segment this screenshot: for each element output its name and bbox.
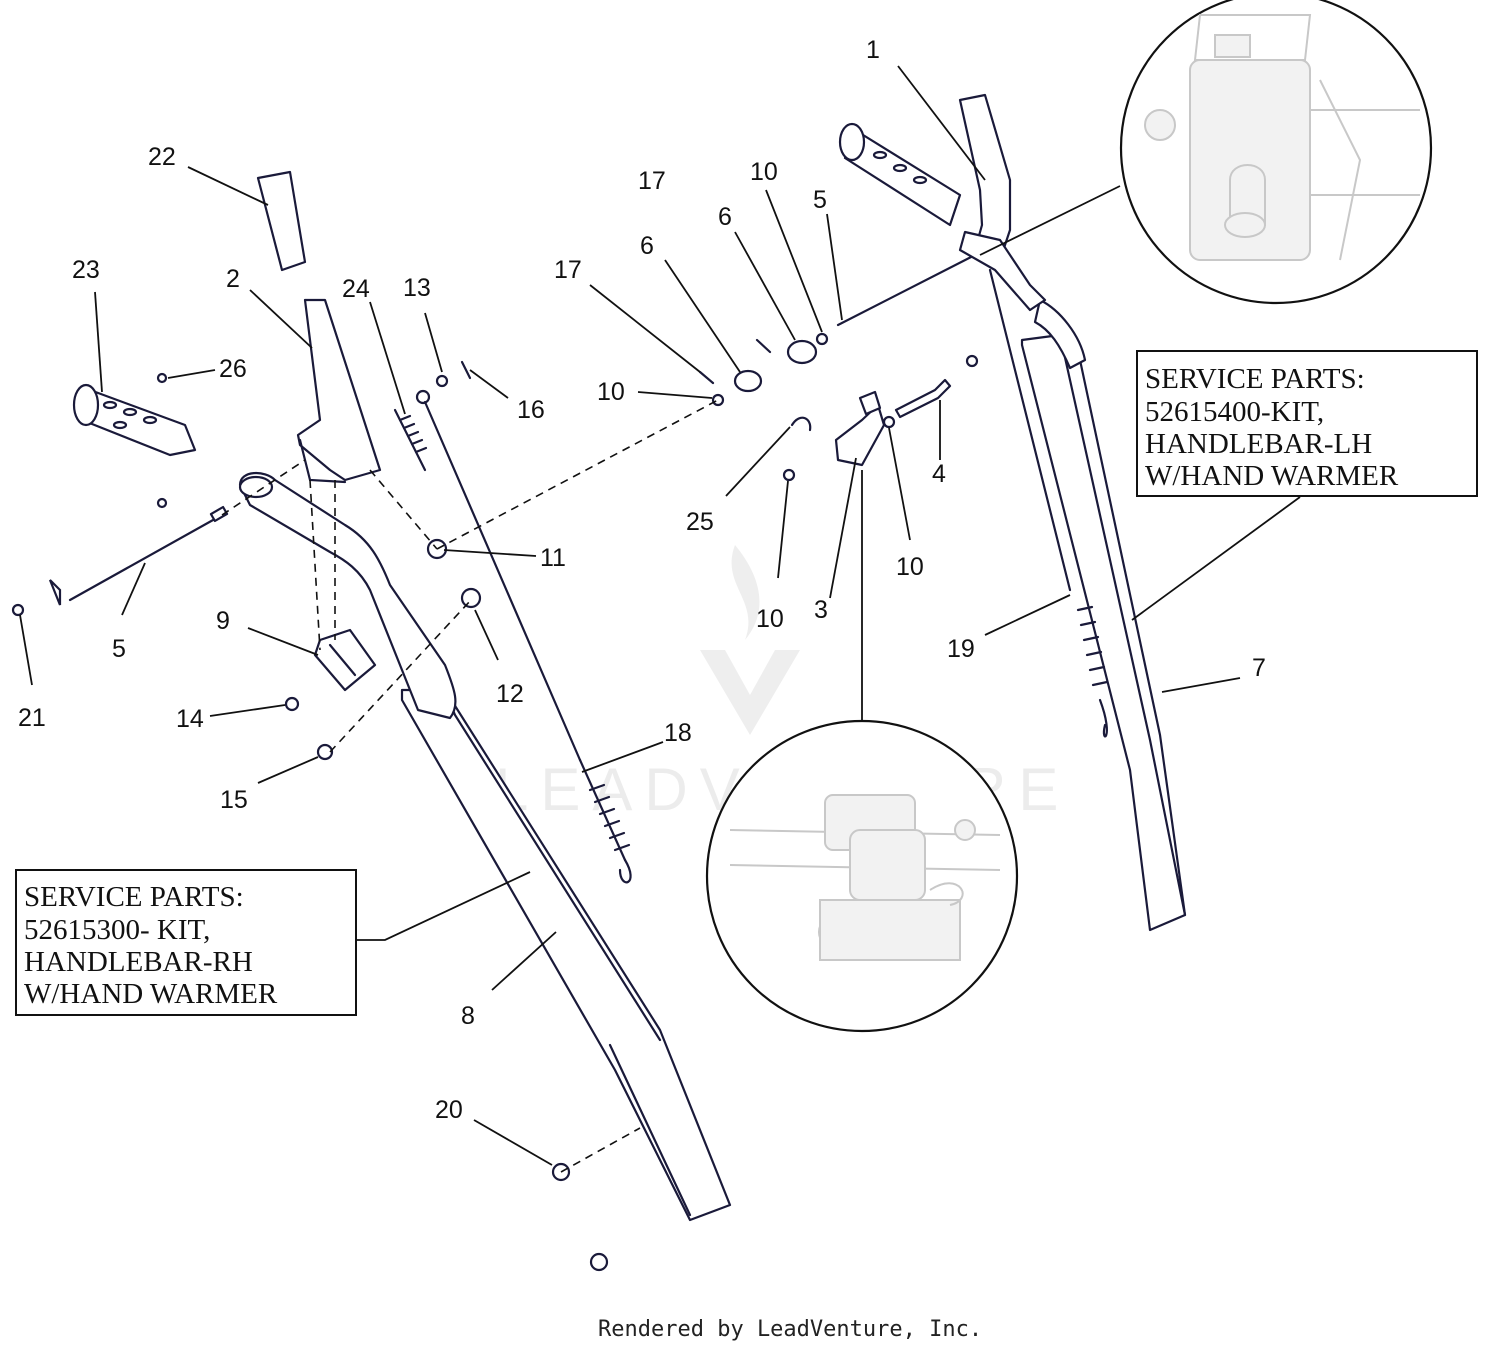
bolt-bottom[interactable]	[589, 1252, 609, 1272]
nut-15[interactable]	[316, 743, 334, 761]
cable-19[interactable]	[988, 268, 1109, 738]
screw-top[interactable]	[965, 354, 979, 368]
pin-17-upper[interactable]	[755, 338, 772, 354]
collar-6-lower[interactable]	[733, 369, 763, 393]
callout-6-upper: 6	[718, 203, 732, 231]
service-rh-line3: HANDLEBAR-RH	[24, 946, 253, 978]
callout-8: 8	[461, 1002, 475, 1030]
screw-21[interactable]	[11, 603, 25, 617]
callout-4: 4	[932, 460, 946, 488]
pin-16[interactable]	[460, 360, 472, 380]
callout-17-upper: 17	[638, 167, 666, 195]
lower-handle-lh[interactable]	[1020, 333, 1187, 932]
footer-credit: Rendered by LeadVenture, Inc.	[598, 1317, 982, 1342]
callout-18: 18	[664, 719, 692, 747]
upper-handle-rh[interactable]	[238, 472, 457, 720]
callout-20: 20	[435, 1096, 463, 1124]
pin-4[interactable]	[894, 378, 952, 419]
service-rh-line4: W/HAND WARMER	[24, 978, 278, 1010]
callout-12: 12	[496, 680, 524, 708]
callout-2: 2	[226, 265, 240, 293]
knob-12[interactable]	[460, 587, 482, 609]
handlebar-lh-assembly	[838, 93, 1187, 932]
callout-15: 15	[220, 786, 248, 814]
service-box-rh: SERVICE PARTS: 52615300- KIT, HANDLEBAR-…	[15, 869, 357, 1016]
callout-9: 9	[216, 607, 230, 635]
washer-14[interactable]	[284, 696, 300, 712]
shift-bracket-3[interactable]	[834, 390, 886, 467]
service-rh-line2: 52615300- KIT,	[24, 914, 210, 946]
callout-17-lower: 17	[554, 256, 582, 284]
washer-10-a[interactable]	[711, 393, 725, 407]
callout-25: 25	[686, 508, 714, 536]
lower-handle-rh[interactable]	[400, 688, 732, 1222]
callout-24: 24	[342, 275, 370, 303]
washer-10-c[interactable]	[882, 415, 896, 429]
handlebar-rh-assembly	[11, 170, 732, 1272]
spring-24[interactable]	[393, 408, 428, 472]
callout-5-right: 5	[813, 186, 827, 214]
callout-10-left: 10	[597, 378, 625, 406]
callout-26: 26	[219, 355, 247, 383]
end-cap[interactable]	[256, 170, 307, 272]
callout-3: 3	[814, 596, 828, 624]
service-lh-line2: 52615400-KIT,	[1145, 396, 1324, 428]
service-rh-line1: SERVICE PARTS:	[24, 881, 244, 913]
collar-6-upper[interactable]	[786, 332, 829, 365]
hand-grip-lh[interactable]	[838, 122, 962, 227]
cable-guide-bracket[interactable]	[313, 628, 377, 692]
callout-14: 14	[176, 705, 204, 733]
cable-18[interactable]	[415, 389, 632, 884]
service-lh-line4: W/HAND WARMER	[1145, 460, 1399, 492]
console-bracket[interactable]	[296, 298, 382, 482]
callout-1: 1	[866, 36, 880, 64]
assembly-lines	[221, 399, 719, 1173]
callout-19: 19	[947, 635, 975, 663]
callout-6-lower: 6	[640, 232, 654, 260]
shift-rod-left[interactable]	[48, 505, 229, 606]
screw-26-top[interactable]	[156, 372, 168, 384]
callout-labels: 1 2 3 4 5 5 6 6 7 8 9 10 10 10 10 11 12 …	[18, 36, 1266, 1124]
shift-rod-right[interactable]	[836, 253, 977, 327]
callout-7: 7	[1252, 654, 1266, 682]
service-lh-line1: SERVICE PARTS:	[1145, 363, 1365, 395]
callout-13: 13	[403, 274, 431, 302]
service-box-lh: SERVICE PARTS: 52615400-KIT, HANDLEBAR-L…	[1136, 350, 1478, 497]
callout-10-top: 10	[750, 158, 778, 186]
shift-mechanism	[698, 253, 979, 482]
spring-25[interactable]	[790, 416, 812, 432]
callout-leaders	[19, 65, 1241, 1166]
callout-21: 21	[18, 704, 46, 732]
washer-13[interactable]	[435, 374, 449, 388]
service-lh-line3: HANDLEBAR-LH	[1145, 428, 1372, 460]
pin-17-lower[interactable]	[698, 370, 715, 385]
callout-10-bottom: 10	[756, 605, 784, 633]
callout-11: 11	[540, 544, 566, 572]
hand-grip-rh[interactable]	[72, 383, 197, 457]
callout-23: 23	[72, 256, 100, 284]
screw-26-bottom[interactable]	[156, 497, 168, 509]
callout-16: 16	[517, 396, 545, 424]
callout-22: 22	[148, 143, 176, 171]
callout-10-right: 10	[896, 553, 924, 581]
detail-view-bottom	[705, 719, 1019, 1033]
washer-10-d[interactable]	[782, 468, 796, 482]
detail-view-top	[1119, 0, 1433, 305]
callout-5-left: 5	[112, 635, 126, 663]
